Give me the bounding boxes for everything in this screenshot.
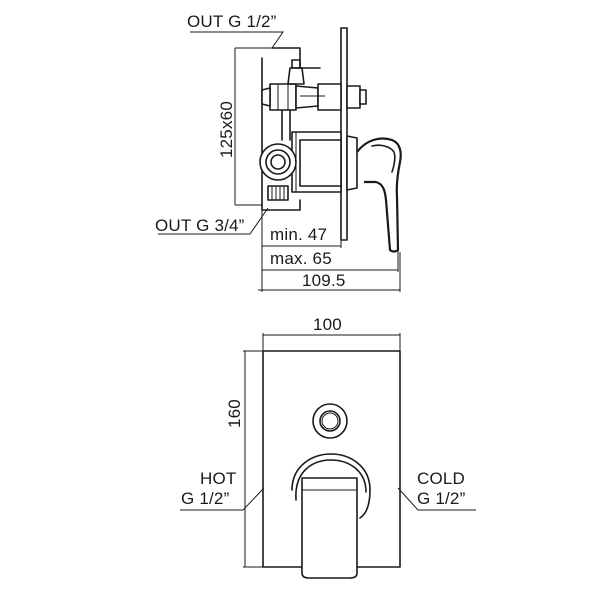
max-depth-label: max. 65 <box>270 249 332 268</box>
cold-thread-label: G 1/2” <box>417 489 466 508</box>
lever-handle-side <box>356 137 402 253</box>
cold-callout: COLD G 1/2” <box>397 469 476 511</box>
out-top-label: OUT G 1/2” <box>187 12 277 31</box>
height-160-label: 160 <box>225 399 244 428</box>
out-top-callout: OUT G 1/2” <box>187 12 284 49</box>
front-view: 100 160 HOT G 1/2” <box>180 315 476 579</box>
height-dimension-front: 160 <box>225 350 263 568</box>
mixer-body <box>291 131 358 193</box>
total-depth-label: 109.5 <box>302 271 346 290</box>
hot-callout: HOT G 1/2” <box>180 469 265 511</box>
lever-handle-front <box>291 453 371 579</box>
side-view: OUT G 1/2” OUT G 3/4” 125x60 min. 47 max… <box>155 12 402 292</box>
out-bottom-callout: OUT G 3/4” <box>155 207 269 235</box>
wall-plate <box>340 27 348 241</box>
diverter-knob <box>312 403 348 439</box>
width-100-label: 100 <box>313 315 342 334</box>
height-dimension-side: 125x60 <box>217 101 236 158</box>
height-125x60-label: 125x60 <box>217 101 236 158</box>
connector-tube <box>281 109 291 141</box>
hot-thread-label: G 1/2” <box>181 489 230 508</box>
hot-label: HOT <box>200 469 236 488</box>
cold-label: COLD <box>417 469 465 488</box>
out-bottom-label: OUT G 3/4” <box>155 216 245 235</box>
mounting-box <box>234 47 321 211</box>
min-depth-label: min. 47 <box>270 225 327 244</box>
inlet-fitting <box>259 143 297 201</box>
diverter-assembly <box>261 59 367 111</box>
width-dimension-front: 100 <box>262 315 401 351</box>
depth-dimensions: min. 47 max. 65 109.5 <box>258 210 401 292</box>
